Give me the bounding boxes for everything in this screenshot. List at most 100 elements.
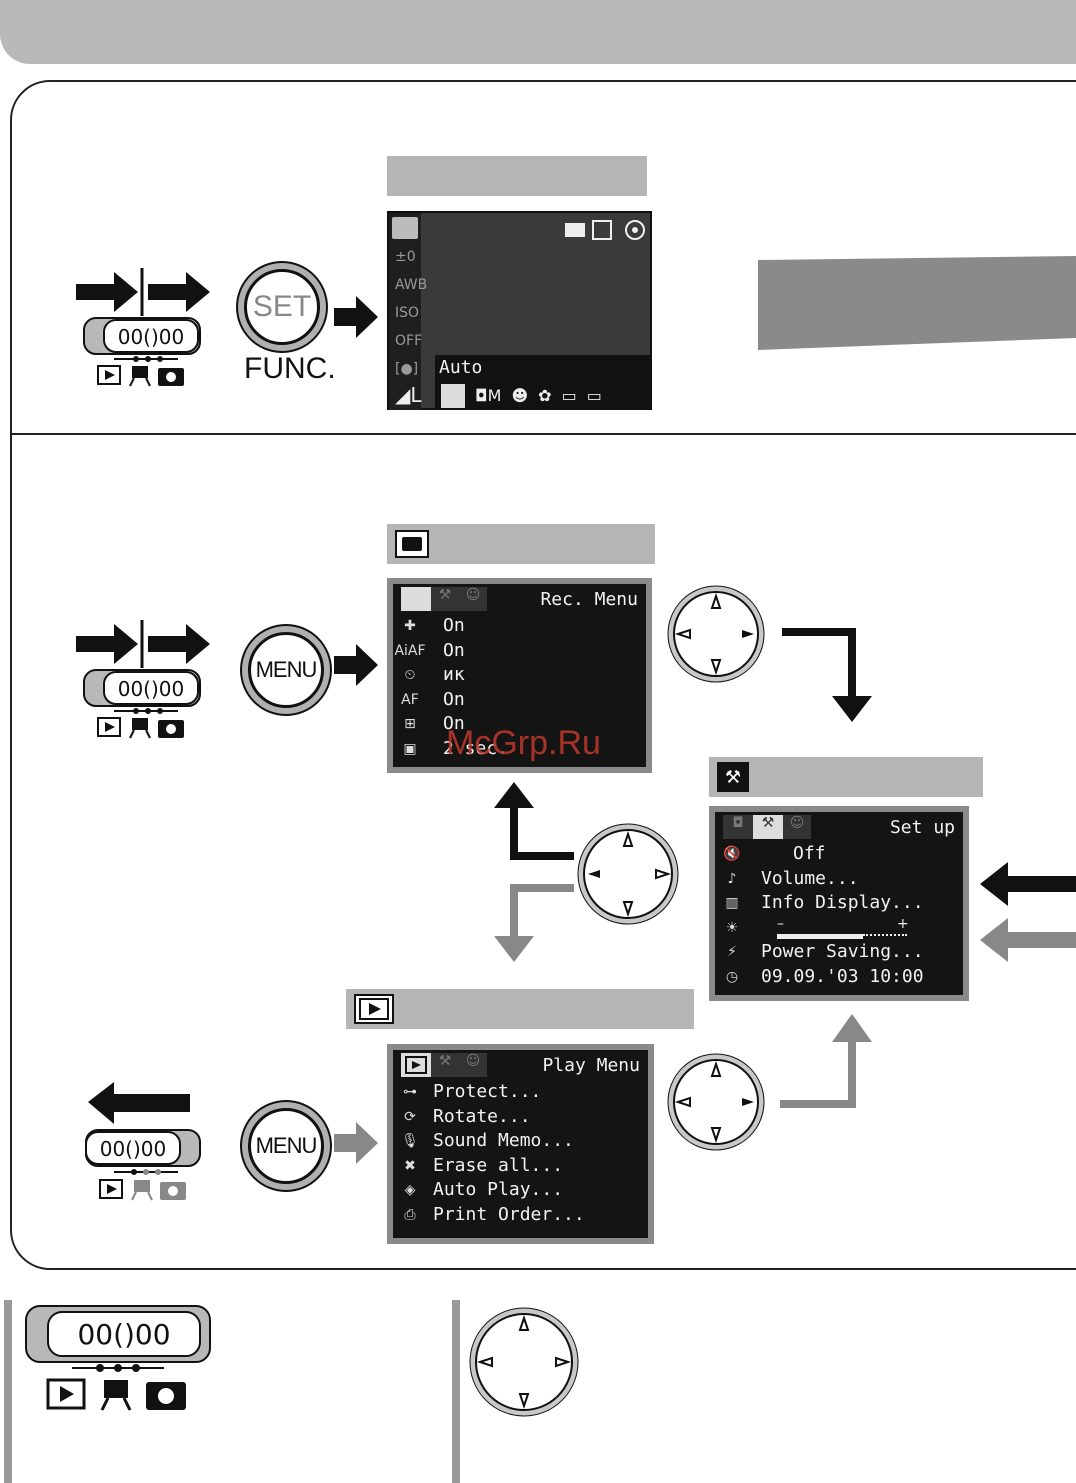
play-menu-item[interactable]: ⟳ Rotate... <box>393 1105 648 1130</box>
menu-button-rec[interactable]: MENU <box>248 632 324 708</box>
macro-mode-icon[interactable]: ✿ <box>538 386 552 405</box>
setup-caption-bar: ⚒ <box>709 757 983 797</box>
dpad-left[interactable] <box>574 822 682 926</box>
play-menu-item-icon: ⎙ <box>404 1206 416 1223</box>
play-menu-item-icon: ⟳ <box>404 1108 416 1125</box>
setup-menu-row-icon: ⚡ <box>727 944 737 961</box>
func-caption-bar <box>387 156 647 196</box>
section-divider <box>10 433 1076 435</box>
brightness-minus: – <box>777 916 784 932</box>
status-icons <box>565 220 645 240</box>
watermark: McGrp.Ru <box>446 724 601 762</box>
setup-menu-row-icon: ◷ <box>725 968 739 985</box>
play-caption-bar <box>346 989 694 1029</box>
callout-banner <box>758 256 1076 350</box>
setup-menu-row-icon: ♪ <box>727 870 737 887</box>
stitch-left-icon[interactable]: ▭ <box>586 386 602 405</box>
portrait-mode-icon[interactable]: ☻ <box>511 386 529 405</box>
setup-menu-row-icon: ▥ <box>725 895 739 912</box>
setup-tab-camera-icon[interactable]: ◘ <box>723 815 753 839</box>
setup-menu-title: Set up <box>889 816 955 838</box>
menu-button-label: MENU <box>255 657 318 682</box>
mode-switch-diagram-2: 00()00 <box>76 620 210 739</box>
setup-menu-row-label: Volume... <box>761 867 859 889</box>
setup-menu-row[interactable]: ⚡ Power Saving... <box>715 940 963 965</box>
setup-menu-row[interactable]: 🔇Off <box>715 842 963 867</box>
setup-menu-row-label: Off <box>793 843 826 864</box>
rec-menu-row-icon: ▣ <box>403 740 417 757</box>
manual-mode-icon[interactable]: ◘M <box>475 386 502 405</box>
play-menu-item-icon: ◈ <box>404 1182 416 1199</box>
mode-switch-legend: 00()00 <box>25 1305 211 1411</box>
menu-button-play[interactable]: MENU <box>248 1108 324 1184</box>
header-band <box>0 0 1076 64</box>
setup-menu-row-label: Power Saving... <box>761 941 924 962</box>
play-tab-icon <box>354 994 394 1024</box>
setup-menu-row-icon: ☀ <box>725 919 739 936</box>
setup-tab-mymenu-icon[interactable]: ☺ <box>783 815 811 839</box>
rec-menu-row-icon: AF <box>401 691 419 708</box>
setup-menu-row[interactable]: ▥ Info Display... <box>715 891 963 916</box>
setup-tab-icon: ⚒ <box>717 762 749 792</box>
play-tab-play-icon[interactable] <box>401 1053 431 1077</box>
rec-menu-row-value: On <box>443 688 465 710</box>
rec-menu-row-value: On <box>443 615 465 636</box>
rec-menu-row-value: ик <box>443 664 465 685</box>
rec-tab-setup-icon[interactable]: ⚒ <box>431 587 459 611</box>
setup-menu-row[interactable]: ♪ Volume... <box>715 867 963 892</box>
legend-bar-left <box>4 1300 12 1483</box>
play-menu-item[interactable]: ⎙ Print Order... <box>393 1203 648 1228</box>
brightness-fill <box>777 934 863 939</box>
rec-menu-row-icon: ✚ <box>404 618 416 635</box>
iso-icon: ISO <box>395 305 420 321</box>
func-set-button[interactable]: SET <box>244 269 320 345</box>
rec-menu-row[interactable]: ⊞On <box>393 712 646 737</box>
play-menu-rows: ⊶Protect... ⟳ Rotate...🎙Sound Memo...✖Eras… <box>393 1080 648 1227</box>
rec-tab-mymenu-icon[interactable]: ☺ <box>459 587 487 611</box>
incoming-arrows <box>980 862 1076 962</box>
arrow-right-icon <box>334 296 378 338</box>
play-menu-item-label: Rotate... <box>433 1105 531 1127</box>
dpad-legend <box>469 1307 579 1417</box>
white-balance-icon: AWB <box>395 277 428 293</box>
rec-menu-row[interactable]: ⏲ ик <box>393 663 646 688</box>
rec-menu-row[interactable]: ▣ 2 sec. <box>393 737 646 762</box>
dpad-right-2[interactable] <box>664 1052 772 1152</box>
arrow-down-to-play <box>494 884 574 962</box>
setup-tab-setup-icon[interactable]: ⚒ <box>753 815 783 839</box>
mode-switch-diagram-3: 00()00 <box>85 1082 201 1201</box>
brightness-slider[interactable]: – + <box>775 916 909 940</box>
play-menu-item-label: Auto Play... <box>433 1179 564 1200</box>
brightness-plus: + <box>897 916 909 932</box>
play-menu-item[interactable]: ◈ Auto Play... <box>393 1178 648 1203</box>
set-button-label: SET <box>252 290 312 323</box>
setup-menu-row[interactable]: ☀ <box>715 916 963 941</box>
svg-text:00()00: 00()00 <box>77 1318 170 1351</box>
setup-menu-row[interactable]: ◷09.09.'03 10:00 <box>715 965 963 990</box>
rec-menu-row-icon: ⏲ <box>404 667 416 684</box>
camera-icon <box>392 217 418 239</box>
stitch-mode-icon[interactable]: ▭ <box>561 386 577 405</box>
arrow-down-right <box>782 628 872 722</box>
play-menu-item-label: Print Order... <box>433 1203 585 1225</box>
mode-label: Auto <box>439 357 483 378</box>
svg-text:00()00: 00()00 <box>100 1137 167 1161</box>
dpad-right-1[interactable] <box>664 584 772 684</box>
arrow-up-to-rec <box>494 782 574 860</box>
play-menu-item[interactable]: ✖Erase all... <box>393 1154 648 1179</box>
rec-menu-title: Rec. Menu <box>540 588 638 610</box>
metering-icon: [●] <box>395 361 419 377</box>
auto-mode-icon[interactable] <box>441 383 465 408</box>
rec-menu-row[interactable]: ✚ On <box>393 614 646 639</box>
play-tab-mymenu-icon[interactable]: ☺ <box>459 1053 487 1077</box>
play-menu-item[interactable]: ⊶Protect... <box>393 1080 648 1105</box>
rec-menu-row-value: 2 sec. <box>443 737 509 759</box>
play-tab-setup-icon[interactable]: ⚒ <box>431 1053 459 1077</box>
rec-tab-camera-icon[interactable] <box>401 587 431 611</box>
setup-menu-row-label: Info Display... <box>761 892 924 913</box>
rec-menu-row[interactable]: AF On <box>393 688 646 713</box>
play-menu-item[interactable]: 🎙Sound Memo... <box>393 1129 648 1154</box>
